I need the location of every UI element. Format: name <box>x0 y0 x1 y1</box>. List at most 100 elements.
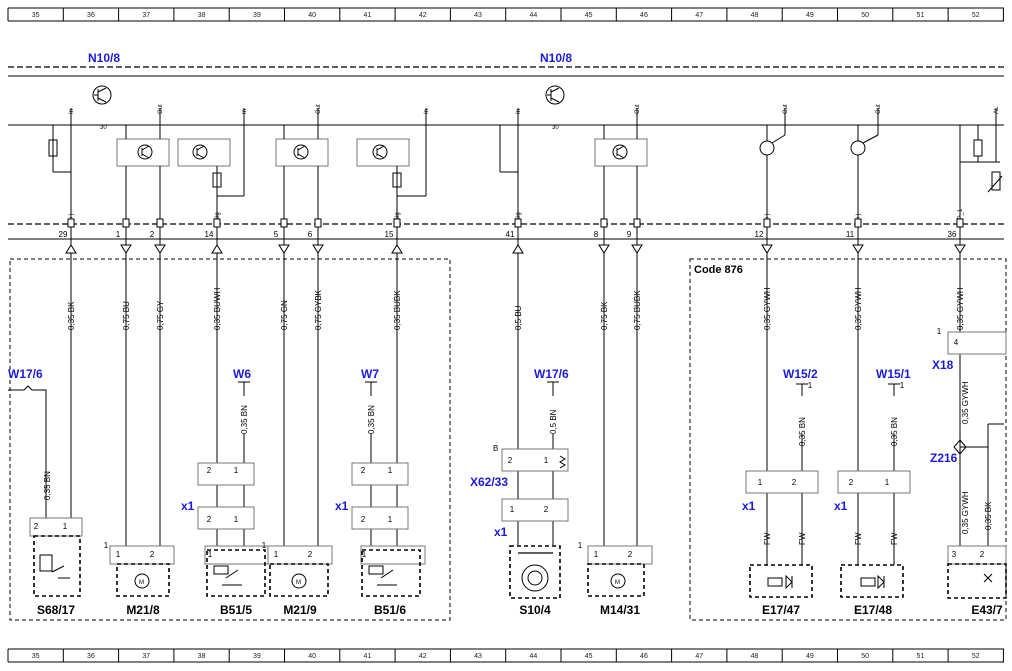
pin-number: 2 <box>544 505 549 514</box>
fw-label: FW <box>763 532 772 545</box>
grid-number: 42 <box>419 653 427 660</box>
pin-number: 1 <box>388 515 393 524</box>
x1-label: x1 <box>181 499 195 513</box>
pin-number: 2 <box>980 550 985 559</box>
grid-number: 40 <box>308 653 316 660</box>
connector-number: 9 <box>627 230 632 239</box>
ref-x18: X18 <box>932 358 954 372</box>
pin-number: 2 <box>361 515 366 524</box>
pin-number: 1 <box>885 478 890 487</box>
module-label-left: N10/8 <box>88 51 120 65</box>
component-label: M14/31 <box>600 603 640 617</box>
pin-in-label: In <box>424 109 430 114</box>
grid-number: 49 <box>806 653 814 660</box>
pin-ip-label: IP_1 <box>958 208 964 221</box>
transistor-icon <box>545 85 565 105</box>
component-label: B51/6 <box>374 603 406 617</box>
pin-number: 2 <box>207 466 212 475</box>
grid-number: 40 <box>308 12 316 19</box>
connector-number: 5 <box>274 230 279 239</box>
module-internals <box>48 108 1003 222</box>
grid-number: 36 <box>87 12 95 19</box>
ref-z216: Z216 <box>930 451 958 465</box>
pin-number: 1 <box>937 327 942 336</box>
pin-number: 1 <box>274 550 279 559</box>
misc-labels: x1 x1 x1 x1 x1 B FW FW FW FW 2 1 1 1 2 2… <box>34 327 985 559</box>
pin-sig-label: Sig <box>215 212 221 221</box>
grid-number: 50 <box>861 653 869 660</box>
rail-label-right: 30 <box>552 125 559 131</box>
connector-number: 29 <box>59 230 68 239</box>
wire-label: 0,35 BN <box>890 417 899 446</box>
pin-number: 2 <box>849 478 854 487</box>
code-label: Code 876 <box>694 264 743 276</box>
grid-number: 39 <box>253 653 261 660</box>
grid-number: 45 <box>585 12 593 19</box>
pin-number: 2 <box>207 515 212 524</box>
grid-number: 52 <box>972 653 980 660</box>
component-label: E17/47 <box>762 603 800 617</box>
connector-arrow-icon <box>278 244 290 254</box>
pin-plus-label: (+) <box>69 213 75 221</box>
wire-label: 0,75 GY <box>156 300 165 330</box>
wire-label: 0,75 BK <box>600 301 609 330</box>
wire-label: 0,5 BN <box>549 409 558 434</box>
connector-number: 14 <box>205 230 214 239</box>
pin-number: 1 <box>362 550 367 559</box>
group-box-left <box>9 258 451 621</box>
wire-label: 0,35 BN <box>43 471 52 500</box>
grid-number: 48 <box>751 12 759 19</box>
pin-plus-label: (+) <box>856 213 862 221</box>
connector-number: 2 <box>150 230 155 239</box>
pin-number: 2 <box>361 466 366 475</box>
grid-number: 46 <box>640 653 648 660</box>
ref-w17-6: W17/6 <box>534 367 569 381</box>
module-boundaries <box>8 66 1004 240</box>
pin-number: 1 <box>510 505 515 514</box>
pin-number: 1 <box>116 550 121 559</box>
connector-number: 11 <box>846 230 855 239</box>
pin-number: 3 <box>952 550 957 559</box>
grid-number: 45 <box>585 653 593 660</box>
pin-number: 1 <box>234 515 239 524</box>
fw-label: FW <box>798 532 807 545</box>
pin-number: 1 <box>594 550 599 559</box>
grid-number: 35 <box>32 12 40 19</box>
connector-arrow-icon <box>391 244 403 254</box>
pin-number: 1 <box>808 381 813 390</box>
ground-wire-labels: 0,35 BN 0,35 BN 0,35 BN 0,5 BN 0,35 BN 0… <box>43 381 993 534</box>
pin-out-label: Out <box>783 104 789 114</box>
connector-number: 1 <box>116 230 121 239</box>
grid-number: 50 <box>861 12 869 19</box>
reference-labels: W17/6 W6 W7 W17/6 W15/2 W15/1 X18 Z216 X… <box>8 358 958 489</box>
wire-label: 0,75 BU <box>122 301 131 330</box>
pin-number: 2 <box>308 550 313 559</box>
wire-label: 0,35 GYWH <box>961 381 970 424</box>
grid-number: 41 <box>364 653 372 660</box>
wire-label: 0,75 GYBK <box>314 289 323 330</box>
pin-out-label: Out <box>876 104 882 114</box>
wire-label: 0,75 BUBK <box>633 290 642 330</box>
fw-label: FW <box>854 532 863 545</box>
grid-number: 37 <box>142 653 150 660</box>
svg-text:M: M <box>139 580 144 586</box>
x1-label: x1 <box>742 499 756 513</box>
grid-number: 51 <box>917 12 925 19</box>
wire-label: 0,35 BN <box>367 405 376 434</box>
pin-in-label: In <box>69 109 75 114</box>
component-symbols: M M M <box>33 535 1007 599</box>
ref-x62-33: X62/33 <box>470 475 508 489</box>
b-label: B <box>493 444 498 453</box>
grid-number: 48 <box>751 653 759 660</box>
ref-w15-2: W15/2 <box>783 367 818 381</box>
wire-label: 0,35 BN <box>798 417 807 446</box>
wire-label: 0,35 BUBK <box>393 290 402 330</box>
grid-number: 42 <box>419 12 427 19</box>
wire-label: 0,35 BN <box>240 405 249 434</box>
component-label: S10/4 <box>519 603 551 617</box>
pin-number: 1 <box>578 541 583 550</box>
wire-label: 0,75 GN <box>280 300 289 330</box>
pin-number: 1 <box>388 466 393 475</box>
pin-plus-label: (+) <box>765 213 771 221</box>
